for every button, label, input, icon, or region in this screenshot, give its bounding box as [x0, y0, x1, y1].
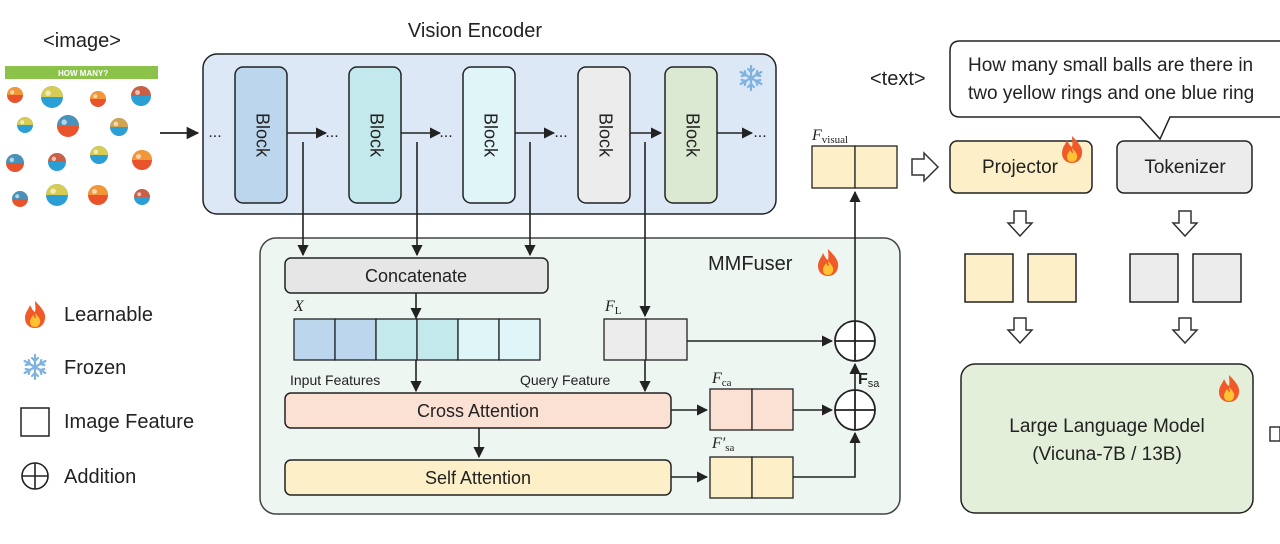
ellipsis-text: ...: [554, 124, 567, 141]
x-feature-cell: [498, 318, 541, 361]
image-banner-text: HOW MANY?: [58, 69, 108, 78]
flame-icon: [1062, 136, 1083, 163]
fl-label: FL: [604, 298, 622, 317]
llm-label-line-1: Large Language Model: [1009, 416, 1204, 437]
ellipsis-text: ...: [439, 124, 452, 141]
encoder-block-label: Block: [252, 113, 272, 158]
flame-icon: [25, 301, 46, 328]
hollow-arrow-down: [1006, 210, 1034, 238]
legend-image-feature: Image Feature: [64, 411, 194, 433]
self-attention-label: Self Attention: [425, 468, 531, 488]
legend-learnable: Learnable: [64, 304, 153, 326]
tokenizer-label: Tokenizer: [1144, 157, 1226, 178]
encoder-block-label: Block: [595, 113, 615, 158]
image-banner: [5, 66, 158, 79]
legend-frozen: Frozen: [64, 357, 126, 379]
fsa-prime-cell-2: [751, 456, 794, 499]
plus-circle-icon: [21, 462, 49, 490]
ellipsis-text: ...: [325, 124, 338, 141]
llm-box: [960, 363, 1254, 514]
encoder-block-3: [462, 66, 516, 204]
fca-label: Fca: [711, 370, 732, 389]
x-feature-cell: [375, 318, 418, 361]
encoder-block-label: Block: [366, 113, 386, 158]
hollow-arrow-down: [1171, 210, 1199, 238]
tokenizer-box: [1116, 140, 1253, 194]
encoder-block-2: [348, 66, 402, 204]
x-feature-cell: [457, 318, 500, 361]
fvisual-label: Fvisual: [811, 127, 848, 146]
plus-circle-icon: [834, 320, 876, 362]
llm-label-line-2: (Vicuna-7B / 13B): [1032, 444, 1182, 465]
image-feature-square-icon: [20, 407, 50, 437]
x-feature-cell: [293, 318, 336, 361]
encoder-block-1: [234, 66, 288, 204]
speech-line-2: two yellow rings and one blue ring: [968, 83, 1254, 104]
mmfuser-title: MMFuser: [708, 253, 793, 275]
balls-image: [6, 86, 152, 207]
mmfuser-container: [259, 237, 901, 515]
fsa-prime-label: F′sa: [711, 435, 735, 454]
encoder-block-label: Block: [480, 113, 500, 158]
projector-box: [949, 140, 1093, 194]
hollow-arrow-down: [1006, 317, 1034, 345]
encoder-block-4: [577, 66, 631, 204]
cross-attention-label: Cross Attention: [417, 401, 539, 421]
encoder-block-5: [664, 66, 718, 204]
snowflake-icon: [23, 353, 47, 381]
concatenate-label: Concatenate: [365, 266, 467, 286]
projected-token-2: [1027, 253, 1077, 303]
text-token-2: [1192, 253, 1242, 303]
text-label: <text>: [870, 68, 926, 90]
input-features-label: Input Features: [290, 372, 380, 388]
image-label: <image>: [43, 30, 121, 52]
x-feature-cell: [334, 318, 377, 361]
hollow-arrow-down: [1171, 317, 1199, 345]
speech-bubble: [949, 40, 1280, 141]
hollow-arrow-right: [911, 151, 940, 183]
fl-cell-1: [603, 318, 647, 361]
plus-circle-icon: [834, 389, 876, 431]
fca-cell-1: [709, 388, 753, 431]
fvisual-cell-2: [854, 145, 898, 189]
projector-label: Projector: [982, 157, 1059, 178]
fsa-label: Fsa: [858, 371, 880, 390]
fsa-prime-cell-1: [709, 456, 753, 499]
fca-cell-2: [751, 388, 794, 431]
legend-addition: Addition: [64, 466, 136, 488]
hollow-arrow-right-partial: [1269, 426, 1280, 442]
speech-line-1: How many small balls are there in: [968, 55, 1253, 76]
query-feature-label: Query Feature: [520, 372, 610, 388]
projected-token-1: [964, 253, 1014, 303]
encoder-block-label: Block: [682, 113, 702, 158]
x-label: X: [293, 298, 305, 315]
vision-encoder-title: Vision Encoder: [408, 20, 543, 42]
ellipsis-text: ...: [208, 124, 221, 141]
text-token-1: [1129, 253, 1179, 303]
ellipsis-text: ...: [753, 124, 766, 141]
fl-cell-2: [645, 318, 688, 361]
x-feature-cell: [416, 318, 459, 361]
fvisual-cell-1: [811, 145, 856, 189]
